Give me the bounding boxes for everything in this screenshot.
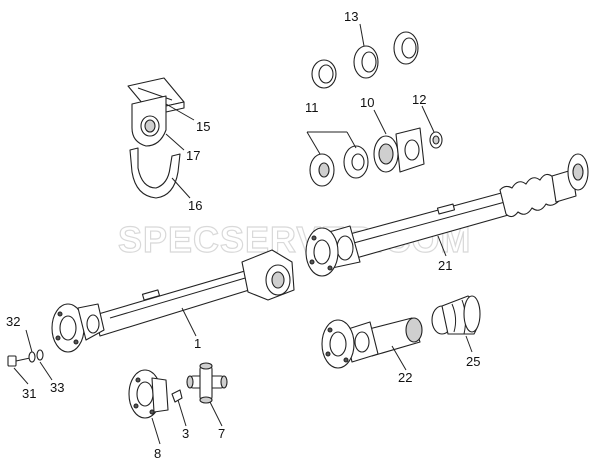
part-21-rear-shaft bbox=[305, 153, 589, 277]
leader-lines bbox=[13, 23, 473, 445]
callout-7: 7 bbox=[218, 426, 225, 441]
callout-10: 10 bbox=[360, 95, 374, 110]
callout-32: 32 bbox=[6, 314, 20, 329]
callout-33: 33 bbox=[50, 380, 64, 395]
part-10-bearing bbox=[373, 127, 425, 173]
callout-8: 8 bbox=[154, 446, 161, 461]
part-22-slip-yoke bbox=[321, 317, 423, 369]
callout-3: 3 bbox=[182, 426, 189, 441]
part-7-u-joint bbox=[186, 362, 228, 404]
callout-11: 11 bbox=[305, 100, 319, 115]
part-17-cushion bbox=[131, 95, 167, 147]
callout-25: 25 bbox=[466, 354, 480, 369]
part-3-nipple bbox=[171, 389, 183, 403]
part-11-seals bbox=[309, 145, 369, 187]
part-16-u-strap bbox=[129, 147, 181, 199]
callout-labels: 13 15 17 16 11 10 12 21 1 22 25 8 3 7 32… bbox=[6, 9, 480, 461]
callout-13: 13 bbox=[344, 9, 358, 24]
callout-21: 21 bbox=[438, 258, 452, 273]
callout-22: 22 bbox=[398, 370, 412, 385]
callout-15: 15 bbox=[196, 119, 210, 134]
callout-17: 17 bbox=[186, 148, 200, 163]
part-1-front-shaft bbox=[51, 249, 295, 353]
part-12-nut bbox=[429, 131, 443, 149]
part-25-boot bbox=[431, 295, 481, 335]
callout-31: 31 bbox=[22, 386, 36, 401]
callout-12: 12 bbox=[412, 92, 426, 107]
callout-16: 16 bbox=[188, 198, 202, 213]
part-8-flange bbox=[128, 369, 169, 419]
parts-31-32-33-bolt-set bbox=[7, 349, 44, 367]
part-13-rings bbox=[311, 31, 419, 89]
callout-1: 1 bbox=[194, 336, 201, 351]
